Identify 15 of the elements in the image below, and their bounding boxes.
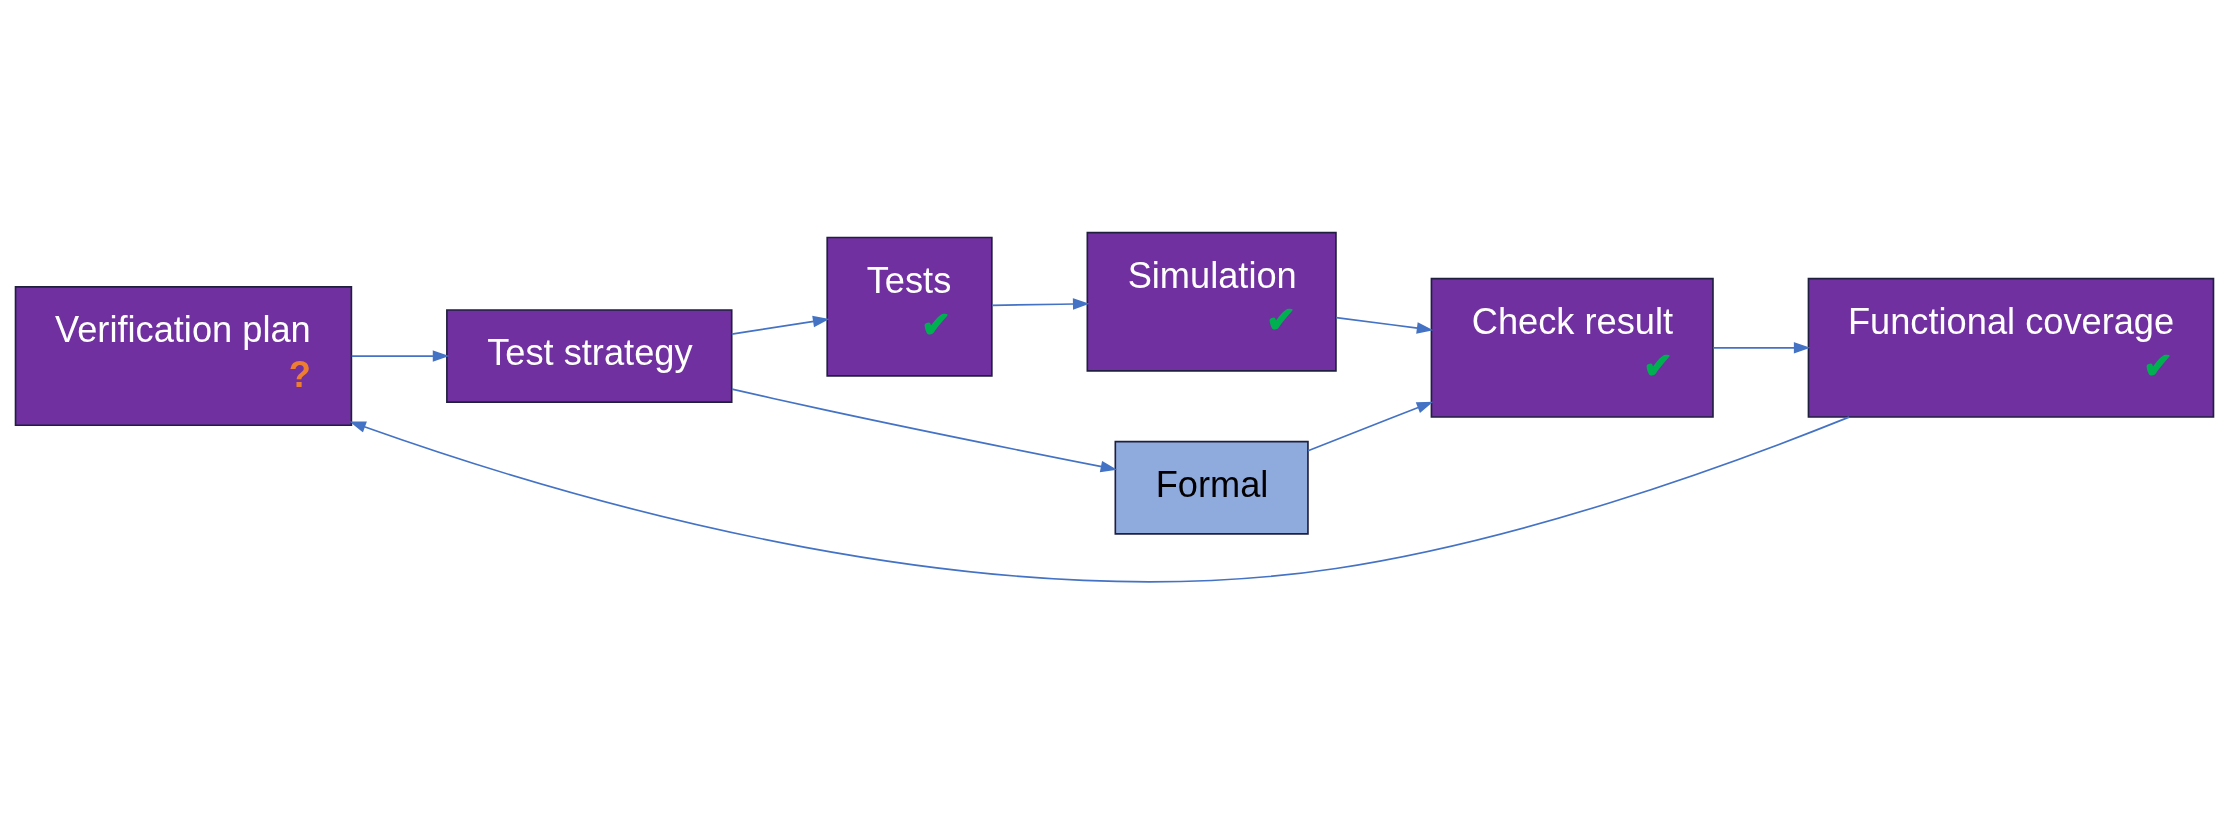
arrow [730,315,830,335]
arrow [1335,316,1434,334]
arrow [350,350,450,362]
node-box: Functional coverage ✔ [1807,277,2215,418]
arrow [1307,401,1434,452]
node-box: Formal [1114,440,1309,535]
arrow [991,298,1090,310]
arrow [349,416,1850,583]
node-box: Verification plan ? [14,286,353,427]
node-box: Tests ✔ [826,236,993,377]
node-box: Simulation ✔ [1086,231,1337,372]
node-box: Check result ✔ [1430,277,1714,418]
arrow [731,388,1118,473]
node-box: Test strategy [446,309,733,403]
arrow [1712,342,1811,354]
